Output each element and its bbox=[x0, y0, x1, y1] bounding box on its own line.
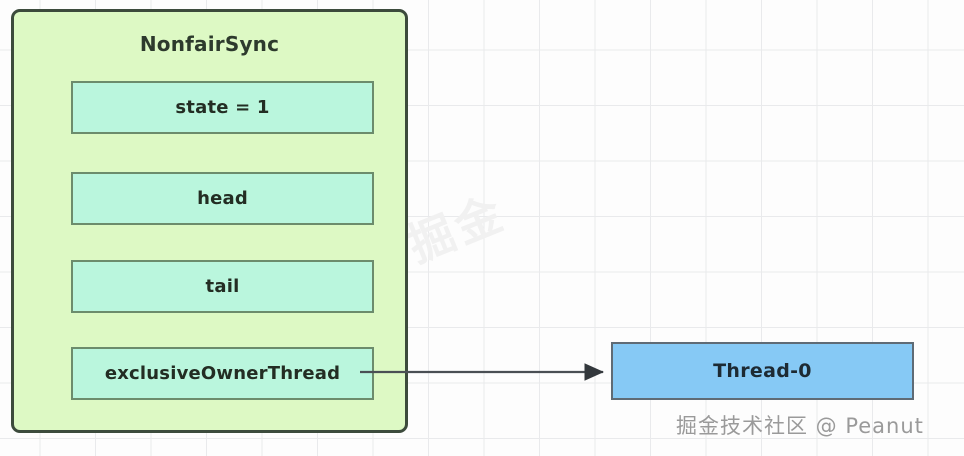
thread0-node: Thread-0 bbox=[611, 342, 914, 400]
nonfairsync-container: NonfairSync state = 1 head tail exclusiv… bbox=[11, 9, 408, 433]
field-box-tail: tail bbox=[71, 260, 374, 313]
attribution-watermark: 掘金技术社区 @ Peanut bbox=[676, 414, 924, 438]
field-label-head: head bbox=[197, 188, 248, 209]
connector-arrow-exclusiveownerthread-to-thread0 bbox=[360, 363, 605, 381]
field-box-exclusiveownerthread: exclusiveOwnerThread bbox=[71, 347, 374, 400]
field-box-head: head bbox=[71, 172, 374, 225]
field-box-state: state = 1 bbox=[71, 81, 374, 134]
field-label-state: state = 1 bbox=[175, 97, 270, 118]
nonfairsync-title: NonfairSync bbox=[139, 32, 280, 56]
field-label-tail: tail bbox=[205, 276, 240, 297]
field-label-exclusiveownerthread: exclusiveOwnerThread bbox=[104, 363, 341, 384]
thread0-label: Thread-0 bbox=[713, 360, 812, 382]
background-watermark: 掘金 bbox=[400, 185, 514, 273]
